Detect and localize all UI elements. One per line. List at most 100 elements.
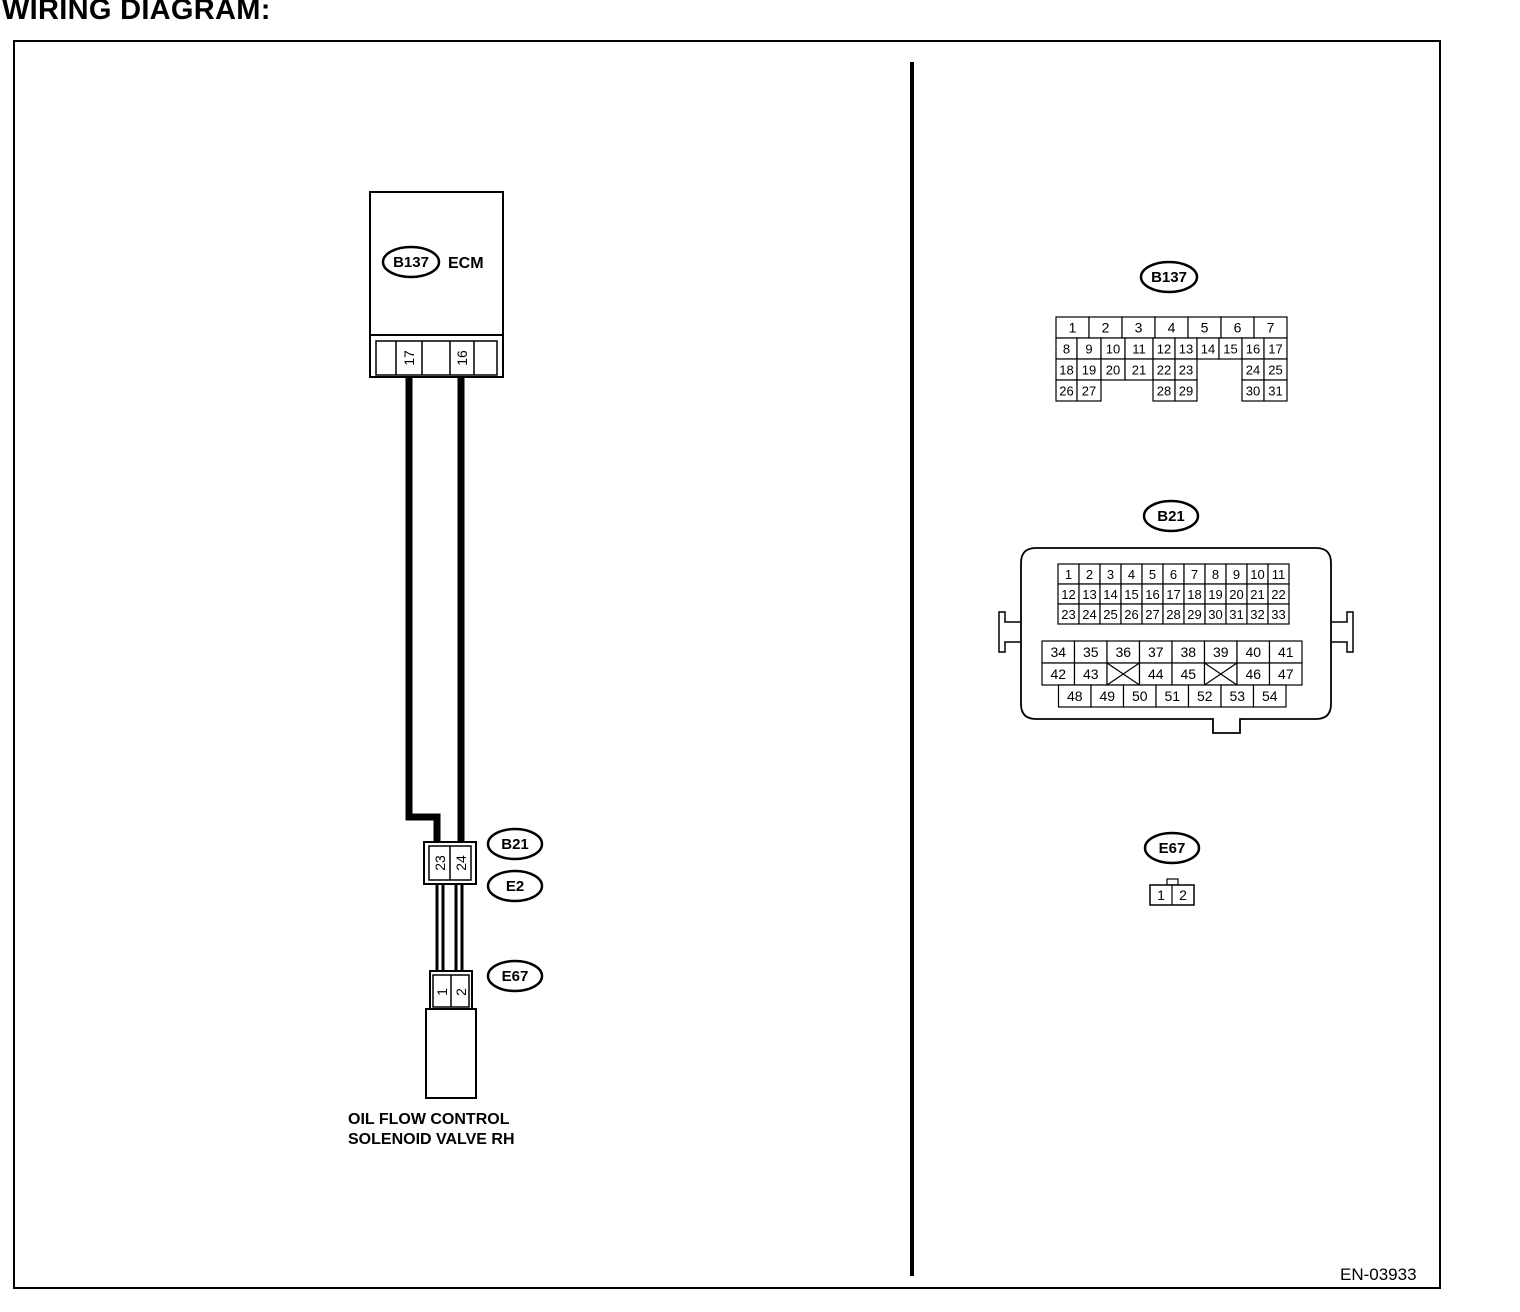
b21-pin-52: 52 — [1197, 688, 1213, 704]
solenoid-label-line1: OIL FLOW CONTROL — [348, 1111, 510, 1128]
b137-pin-24: 24 — [1246, 363, 1260, 378]
b137-pin-14: 14 — [1201, 342, 1215, 357]
b137-pin-17: 17 — [1268, 342, 1282, 357]
b137-pin-31: 31 — [1268, 384, 1282, 399]
b21-pin-8: 8 — [1212, 567, 1219, 582]
b137-pin-13: 13 — [1179, 342, 1193, 357]
connector-badge-b137 — [381, 245, 441, 279]
b21-pin-12: 12 — [1061, 587, 1075, 602]
b21-pin-24: 24 — [453, 855, 469, 871]
b21-pin-23: 23 — [432, 855, 448, 871]
b21-pin-49: 49 — [1099, 688, 1115, 704]
b21-face-id: B21 — [1157, 508, 1185, 525]
b137-pin-22: 22 — [1157, 363, 1171, 378]
diagram-code: EN-03933 — [1340, 1265, 1417, 1284]
connector-badge-b21-face — [1142, 499, 1200, 533]
ecm-label: ECM — [448, 255, 484, 272]
b137-pin-31-cell — [1263, 379, 1288, 402]
b21-pin-39: 39 — [1213, 644, 1229, 660]
b21-pin-10: 10 — [1250, 567, 1264, 582]
b21-pin-3: 3 — [1107, 567, 1114, 582]
b137-pin-1: 1 — [1069, 320, 1077, 336]
b137-pin-28: 28 — [1157, 384, 1171, 399]
b21-pin-45: 45 — [1180, 666, 1196, 682]
b21-pin-36: 36 — [1115, 644, 1131, 660]
b21-pin-26: 26 — [1124, 607, 1138, 622]
b21-pin-48: 48 — [1067, 688, 1083, 704]
connector-badge-b21 — [486, 827, 544, 861]
b21-pin-6: 6 — [1170, 567, 1177, 582]
b21-pin-42: 42 — [1050, 666, 1066, 682]
b21-pin-31: 31 — [1229, 607, 1243, 622]
e67-face-pin-2: 2 — [1179, 887, 1187, 903]
b137-pin-23: 23 — [1179, 363, 1193, 378]
b21-pin-47: 47 — [1278, 666, 1294, 682]
b21-pin-30: 30 — [1208, 607, 1222, 622]
b21-pin-20: 20 — [1229, 587, 1243, 602]
b21-pin-46: 46 — [1245, 666, 1261, 682]
b21-connector-id: B21 — [501, 836, 529, 853]
b21-pin-29: 29 — [1187, 607, 1201, 622]
b21-pin-53: 53 — [1229, 688, 1245, 704]
b21-pin-44: 44 — [1148, 666, 1164, 682]
b21-pin-7: 7 — [1191, 567, 1198, 582]
b21-pin-25: 25 — [1103, 607, 1117, 622]
b137-pin-30: 30 — [1246, 384, 1260, 399]
ecm-unit: B137 ECM 17 16 — [369, 191, 504, 378]
b21-pin-34: 34 — [1050, 644, 1066, 660]
harness-wires — [405, 376, 465, 976]
connector-badge-b137-face — [1139, 260, 1199, 294]
b21-pin-24: 24 — [1082, 607, 1096, 622]
intermediate-connector: 23 24 B21 E2 — [423, 827, 544, 903]
b21-pin-27: 27 — [1145, 607, 1159, 622]
e67-pin-2: 2 — [453, 988, 469, 996]
b137-pin-21: 21 — [1132, 363, 1146, 378]
b21-pin-21: 21 — [1250, 587, 1264, 602]
b21-pin-5: 5 — [1149, 567, 1156, 582]
b21-pin-2: 2 — [1086, 567, 1093, 582]
b21-pin-19: 19 — [1208, 587, 1222, 602]
b137-pin-10: 10 — [1106, 342, 1120, 357]
b137-pin-3: 3 — [1135, 320, 1143, 336]
b21-pin-15: 15 — [1124, 587, 1138, 602]
e2-connector-id: E2 — [506, 878, 524, 895]
b137-pin-27: 27 — [1082, 384, 1096, 399]
b21-pin-23: 23 — [1061, 607, 1075, 622]
e67-face-pin-1: 1 — [1157, 887, 1165, 903]
b137-pin-6: 6 — [1234, 320, 1242, 336]
wire-ecm17-to-b21-23 — [405, 376, 441, 848]
b21-pin-14: 14 — [1103, 587, 1117, 602]
ecm-connector-id: B137 — [393, 254, 429, 271]
connector-badge-e2 — [486, 869, 544, 903]
b21-pin-33-cell — [1267, 603, 1290, 625]
b21-pin-18: 18 — [1187, 587, 1201, 602]
solenoid-body — [425, 1008, 477, 1099]
b21-pin-41: 41 — [1278, 644, 1294, 660]
b137-pin-5: 5 — [1201, 320, 1209, 336]
b137-pin-7: 7 — [1267, 320, 1275, 336]
b137-pin-11: 11 — [1132, 342, 1146, 357]
e67-pin-1: 1 — [434, 988, 450, 996]
b21-pin-43: 43 — [1083, 666, 1099, 682]
b21-pin-13: 13 — [1082, 587, 1096, 602]
b137-pin-19: 19 — [1082, 363, 1096, 378]
b137-pin-29-cell — [1174, 379, 1198, 402]
e67-connector-id: E67 — [502, 968, 529, 985]
b137-pin-26: 26 — [1059, 384, 1073, 399]
b137-pin-29: 29 — [1179, 384, 1193, 399]
b21-pin-54: 54 — [1262, 688, 1278, 704]
connector-badge-e67 — [486, 959, 544, 993]
b21-pin-51: 51 — [1164, 688, 1180, 704]
b21-pin-17: 17 — [1166, 587, 1180, 602]
b21-pin-32: 32 — [1250, 607, 1264, 622]
diagram-frame — [13, 40, 1441, 1289]
e67-face-view: E67 1 2 — [1143, 831, 1201, 906]
b21-pin-11: 11 — [1272, 567, 1286, 582]
ecm-pin-16: 16 — [454, 350, 470, 366]
b137-pin-4: 4 — [1168, 320, 1176, 336]
b21-pin-16: 16 — [1145, 587, 1159, 602]
b137-pin-15: 15 — [1223, 342, 1237, 357]
